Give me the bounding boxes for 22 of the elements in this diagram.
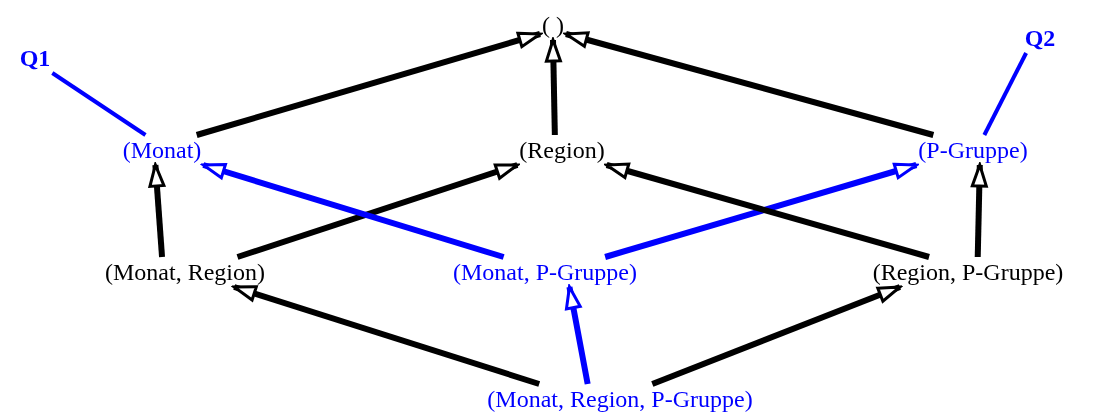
query-label: Q2 xyxy=(1022,23,1058,53)
arrow xyxy=(148,163,166,258)
dimension-tuple-label: (Monat, Region, P-Gruppe) xyxy=(485,384,755,414)
connector-line xyxy=(51,71,147,137)
arrow xyxy=(201,162,505,260)
arrow xyxy=(195,31,542,138)
dimension-tuple-label: (Region, P-Gruppe) xyxy=(870,257,1066,287)
arrow xyxy=(236,162,519,260)
query-label: Q1 xyxy=(17,43,53,73)
dimension-tuple-label: ( ) xyxy=(540,10,566,40)
arrow xyxy=(970,163,988,258)
dimension-tuple-label: (Monat, Region) xyxy=(103,257,267,287)
dimension-tuple-label: (Region) xyxy=(517,135,607,165)
arrow xyxy=(651,284,902,387)
arrow xyxy=(232,284,541,387)
dimension-tuple-label: (Monat, P-Gruppe) xyxy=(451,257,639,287)
arrow xyxy=(544,38,562,136)
dimension-tuple-label: (P-Gruppe) xyxy=(916,135,1030,165)
arrow xyxy=(564,31,935,138)
arrow xyxy=(564,285,591,385)
connector-line xyxy=(982,52,1028,136)
dimension-tuple-label: (Monat) xyxy=(120,135,204,165)
